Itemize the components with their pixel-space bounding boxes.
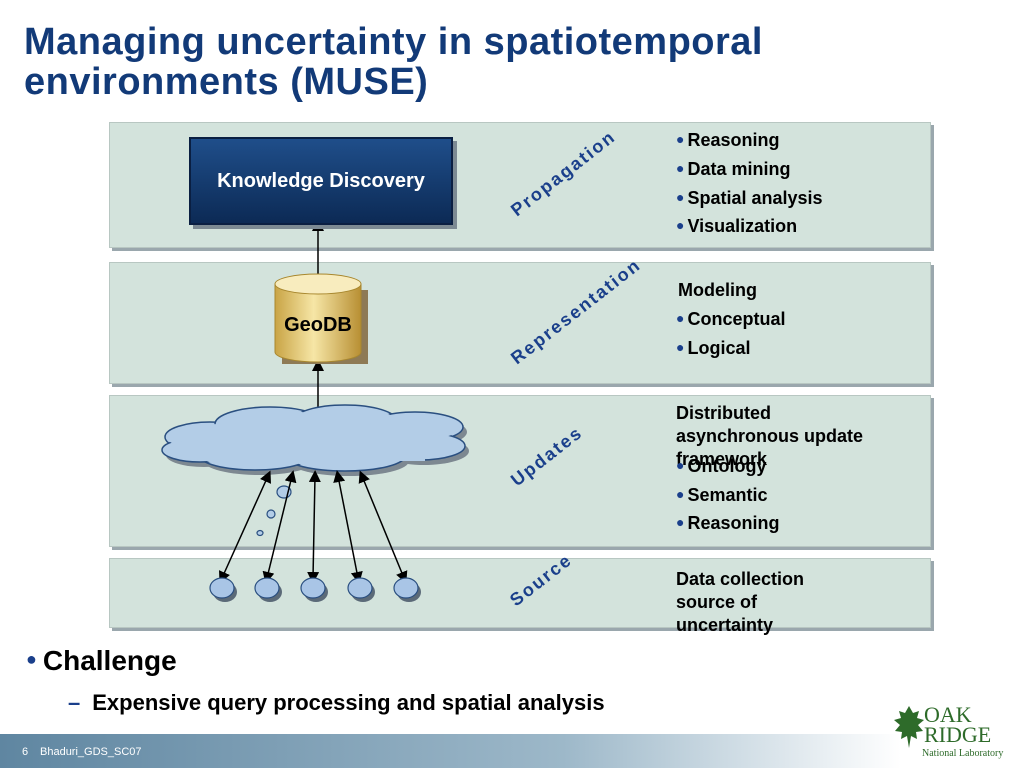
slide-title: Managing uncertainty in spatiotemporal e… (24, 22, 1004, 102)
thought-bubbles (256, 485, 292, 537)
oak-leaf-icon (894, 706, 924, 748)
title-line-1: Managing uncertainty in spatiotemporal (24, 21, 763, 63)
source-node (347, 577, 373, 599)
updates-heading: Distributed asynchronous update framewor… (676, 403, 864, 469)
logo-line-2: RIDGE (924, 722, 992, 747)
source-node (393, 577, 419, 599)
challenge-sub-bullet: –Expensive query processing and spatial … (68, 690, 605, 715)
challenge-bullet: ●Challenge (26, 645, 177, 676)
footer-text: Bhaduri_GDS_SC07 (40, 746, 142, 758)
propagation-item: ●Reasoning (676, 130, 780, 150)
representation-band (109, 262, 931, 384)
propagation-item: ●Data mining (676, 159, 791, 179)
representation-item: ●Logical (676, 338, 751, 358)
representation-heading: Modeling (678, 280, 757, 300)
geodb-cylinder (274, 273, 368, 364)
geodb-label: GeoDB (284, 314, 352, 336)
logo-line-1: OAK (924, 702, 972, 727)
source-description: Data collection source of uncertainty (676, 569, 805, 635)
slide-number: 6 (22, 746, 29, 758)
source-node (209, 577, 235, 599)
updates-item: ●Reasoning (676, 513, 780, 533)
updates-item: ●Semantic (676, 485, 768, 505)
source-arrows (218, 470, 408, 584)
slide-footer: 6 Bhaduri_GDS_SC07 (0, 734, 1024, 768)
logo-line-3: National Laboratory (922, 748, 1004, 759)
title-line-2: environments (MUSE) (24, 61, 429, 103)
knowledge-discovery-box: Knowledge Discovery (189, 137, 453, 225)
updates-item: ●Ontology (676, 456, 767, 476)
source-band (109, 558, 931, 628)
propagation-item: ●Spatial analysis (676, 188, 823, 208)
source-node (300, 577, 326, 599)
cloud-shape (161, 404, 469, 476)
representation-item: ●Conceptual (676, 309, 786, 329)
oak-ridge-logo: OAK RIDGE National Laboratory (892, 700, 1012, 764)
propagation-item: ●Visualization (676, 216, 798, 236)
source-node (254, 577, 280, 599)
source-nodes (209, 577, 421, 602)
knowledge-discovery-label: Knowledge Discovery (217, 169, 425, 192)
